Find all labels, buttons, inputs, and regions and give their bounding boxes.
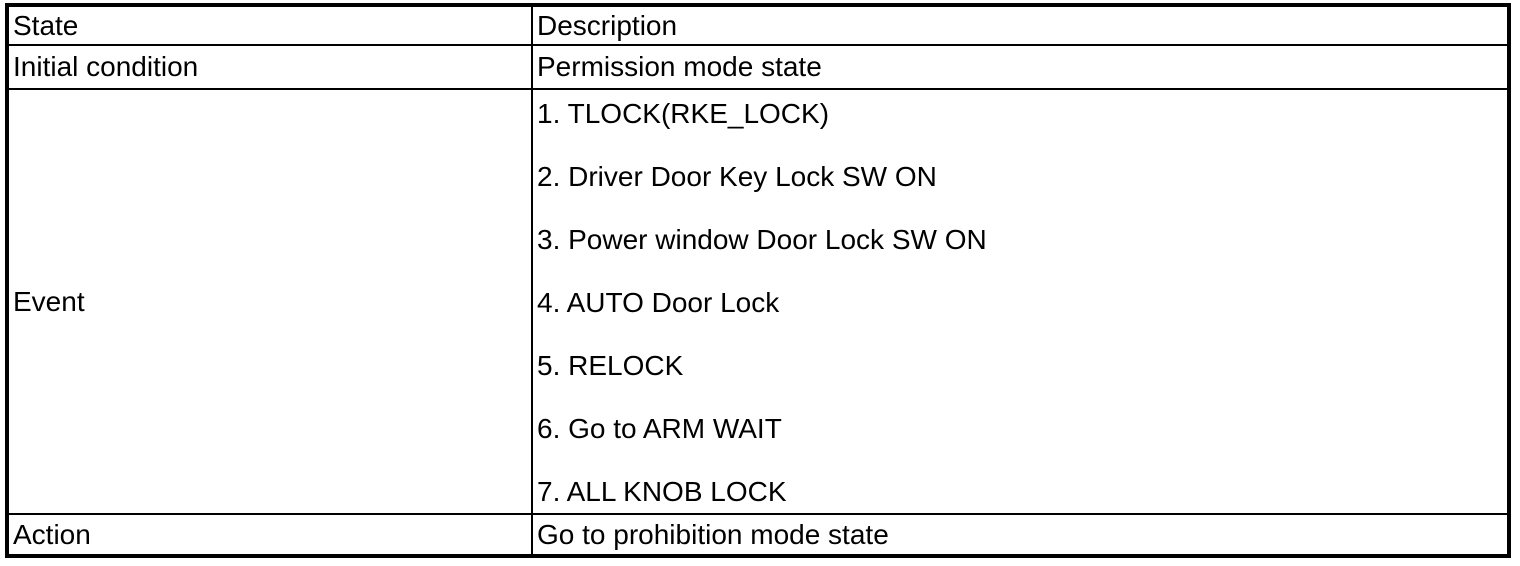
table-row-action-label-cell: Action <box>9 515 533 554</box>
action-value: Go to prohibition mode state <box>537 518 889 550</box>
event-item-7: 7. ALL KNOB LOCK <box>537 476 787 507</box>
event-label: Event <box>13 285 85 317</box>
table-row-initial-condition-label-cell: Initial condition <box>9 46 533 90</box>
event-item-3: 3. Power window Door Lock SW ON <box>537 224 987 255</box>
state-description-table: State Description Initial condition Perm… <box>5 3 1511 558</box>
header-state-label: State <box>13 9 79 41</box>
event-item-5: 5. RELOCK <box>537 350 684 381</box>
event-item-4: 4. AUTO Door Lock <box>537 287 780 318</box>
table-row-initial-condition-value-cell: Permission mode state <box>533 46 1507 90</box>
initial-condition-label: Initial condition <box>13 51 199 82</box>
table-row-event-value-cell: 1. TLOCK(RKE_LOCK) 2. Driver Door Key Lo… <box>533 90 1507 515</box>
initial-condition-value: Permission mode state <box>537 51 822 82</box>
event-item-1: 1. TLOCK(RKE_LOCK) <box>537 98 830 129</box>
header-description-label: Description <box>537 9 678 41</box>
table-row-action-value-cell: Go to prohibition mode state <box>533 515 1507 554</box>
action-label: Action <box>13 518 91 550</box>
header-cell-description: Description <box>533 7 1507 46</box>
table-row-event-label-cell: Event <box>9 90 533 515</box>
event-item-6: 6. Go to ARM WAIT <box>537 413 782 444</box>
header-cell-state: State <box>9 7 533 46</box>
event-item-2: 2. Driver Door Key Lock SW ON <box>537 161 937 192</box>
